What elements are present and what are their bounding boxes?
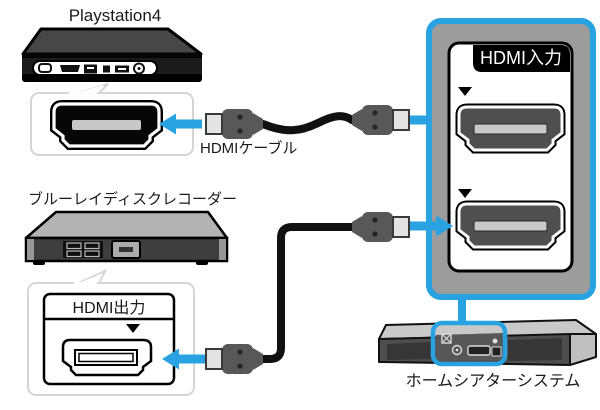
ps4-hdmi-port-icon [50, 100, 163, 150]
lan-port-icon [103, 65, 110, 73]
playstation-illustration [21, 27, 203, 82]
hdmi-input-tab [473, 45, 570, 72]
bluray-recorder-illustration [24, 210, 229, 265]
hdmi-cable-top [205, 104, 410, 140]
hdmi-port-glyph-icon [60, 65, 80, 72]
ps4-rear-ports-strip [32, 60, 158, 76]
down-triangle-marker-icon [458, 189, 472, 198]
panel-to-soundbar-connector [458, 294, 466, 326]
hdmi-output-label: HDMI出力 [73, 299, 146, 317]
home-theater-label: ホームシアターシステム [406, 372, 581, 390]
recorder-rear-ports [63, 240, 141, 259]
hdmi-cable-label: HDMIケーブル [200, 139, 297, 157]
down-triangle-marker-icon [458, 87, 472, 96]
soundbar-rear-ports [441, 333, 502, 357]
recorder-hdmi-output-callout: HDMI出力 [27, 268, 195, 396]
down-triangle-marker-icon [126, 324, 140, 333]
hdmi-connector-icon [205, 343, 264, 375]
soundbar-hdmi-port-icon [467, 345, 491, 356]
port-highlight-box [430, 320, 508, 367]
ps4-hdmi-port-callout [30, 83, 194, 156]
hdmi-input-port-1-icon [459, 107, 562, 150]
playstation-label: Playstation4 [69, 6, 162, 25]
receiver-input-panel: HDMI入力 [426, 18, 596, 300]
hdmi-input-label: HDMI入力 [480, 48, 562, 68]
hdmi-connector-icon [205, 108, 264, 140]
soundbar-illustration [378, 319, 597, 367]
power-port-icon [38, 63, 52, 73]
hdmi-output-port-icon [61, 338, 153, 377]
hdmi-connector-icon [351, 104, 410, 136]
hdmi-input-port-2-icon [459, 204, 562, 247]
bluray-recorder-label: ブルーレイディスクレコーダー [28, 190, 237, 208]
hdmi-connector-icon [351, 211, 410, 243]
hdmi-cable-bottom [205, 211, 410, 375]
